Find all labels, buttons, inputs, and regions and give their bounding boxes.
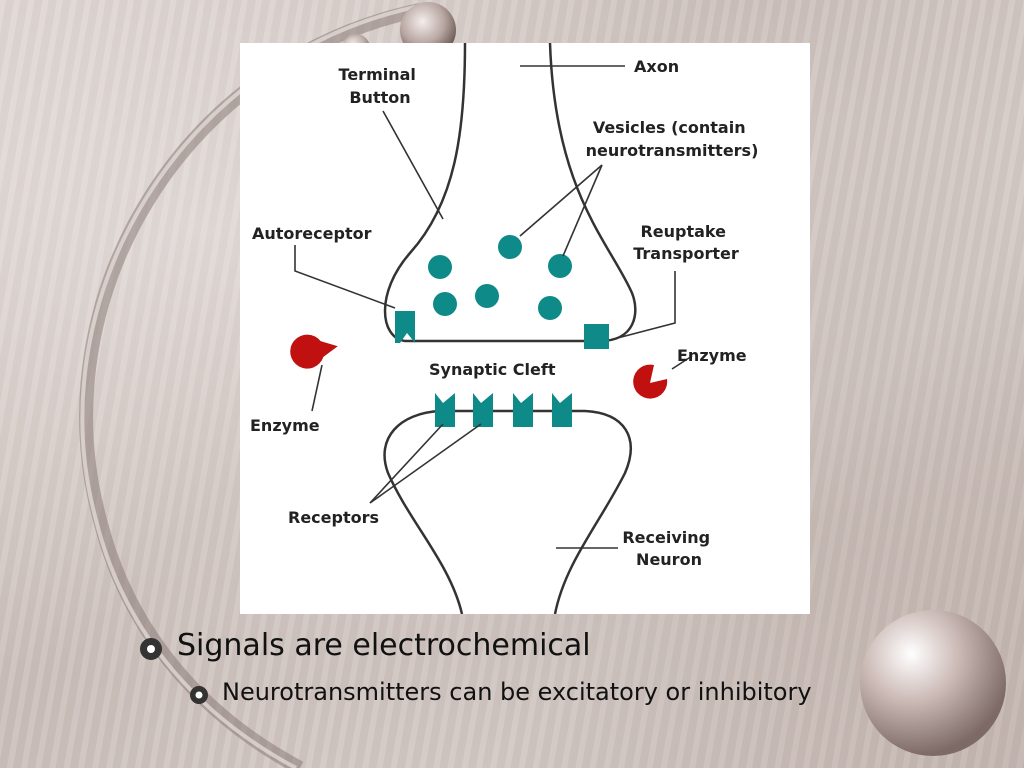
receptor xyxy=(513,393,533,427)
enzyme-right-shape xyxy=(633,364,668,399)
receiving-neuron-outline xyxy=(383,409,632,614)
label-terminal-button: Terminal Button xyxy=(339,65,422,107)
label-axon: Axon xyxy=(634,57,679,76)
bullet-level2-text: Neurotransmitters can be excitatory or i… xyxy=(222,678,812,706)
receptors xyxy=(435,393,572,427)
vesicle xyxy=(498,235,522,259)
reuptake-transporter-shape xyxy=(584,324,609,349)
bullet-icon xyxy=(140,638,162,660)
label-receiving-neuron: Receiving Neuron xyxy=(622,528,715,569)
label-synaptic-cleft: Synaptic Cleft xyxy=(429,360,556,379)
autoreceptor-shape xyxy=(395,311,415,343)
vesicle xyxy=(433,292,457,316)
vesicle xyxy=(538,296,562,320)
synapse-diagram: Terminal Button Axon Vesicles (contain n… xyxy=(240,43,810,614)
label-vesicles: Vesicles (contain neurotransmitters) xyxy=(586,118,759,160)
bullet-level1-text: Signals are electrochemical xyxy=(177,628,591,663)
leader-lines xyxy=(294,65,693,549)
vesicle xyxy=(475,284,499,308)
label-autoreceptor: Autoreceptor xyxy=(252,224,372,243)
label-enzyme-right: Enzyme xyxy=(677,346,747,365)
receptor xyxy=(435,393,455,427)
receptor xyxy=(473,393,493,427)
label-enzyme-left: Enzyme xyxy=(250,416,320,435)
label-reuptake-transporter: Reuptake Transporter xyxy=(633,222,739,263)
vesicles xyxy=(428,235,572,320)
bullet-icon xyxy=(190,686,208,704)
receptor xyxy=(552,393,572,427)
vesicle xyxy=(428,255,452,279)
vesicle xyxy=(548,254,572,278)
terminal-button-outline xyxy=(383,43,637,343)
enzyme-left-shape xyxy=(290,334,338,369)
label-receptors: Receptors xyxy=(288,508,379,527)
decorative-sphere-bottom-right xyxy=(860,610,1006,756)
